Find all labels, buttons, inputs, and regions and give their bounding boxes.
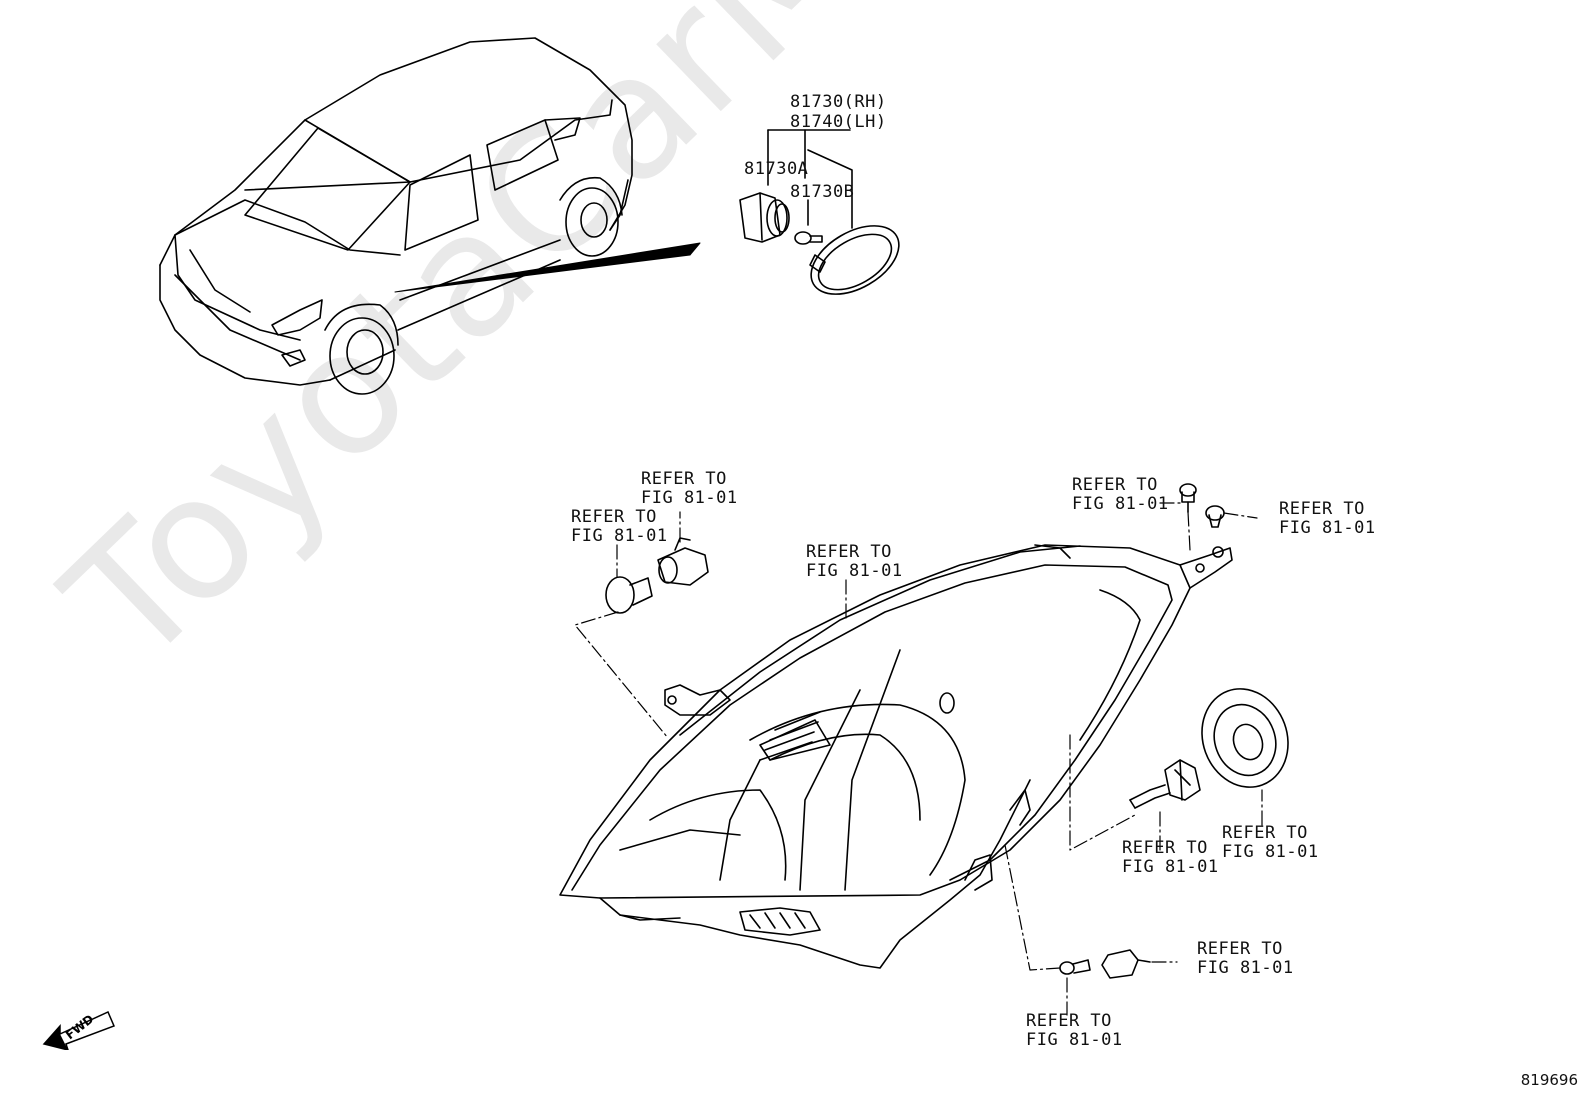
figure-number: 819696 bbox=[1520, 1071, 1578, 1089]
part-number-bulb: 81730B bbox=[790, 182, 855, 202]
small-socket-part bbox=[1101, 949, 1151, 979]
headlamp-assembly bbox=[559, 544, 1233, 969]
side-lamp-assembly bbox=[739, 129, 900, 295]
screw-top-part bbox=[1179, 483, 1197, 513]
car-illustration bbox=[159, 37, 633, 395]
dust-cover-part bbox=[1201, 688, 1289, 788]
part-number-socket: 81730A bbox=[744, 159, 809, 179]
part-number-rh: 81730(RH) bbox=[790, 92, 887, 112]
bulb-rear-left-part bbox=[605, 576, 653, 614]
h4-bulb-part bbox=[1129, 759, 1201, 809]
fwd-arrow-icon bbox=[42, 1010, 115, 1050]
wedge-bulb-part bbox=[1059, 959, 1091, 975]
clip-top-right-part bbox=[1205, 505, 1225, 528]
part-number-lh: 81740(LH) bbox=[790, 112, 887, 132]
